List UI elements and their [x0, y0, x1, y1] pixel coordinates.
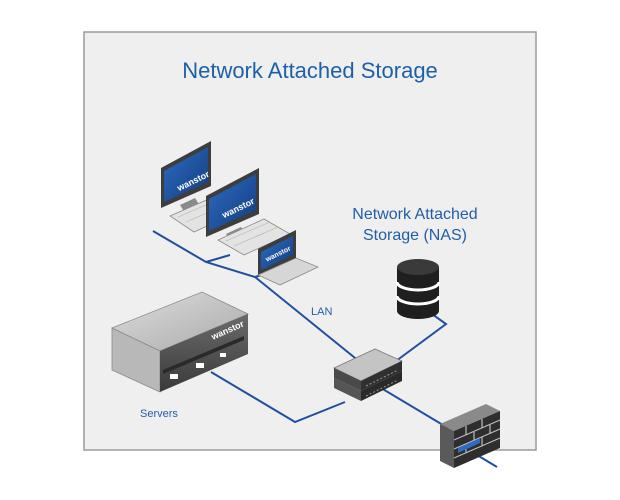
database-icon [395, 259, 441, 319]
desktop-computer-2 [206, 168, 291, 256]
diagram-title: Network Attached Storage [182, 58, 438, 83]
nas-label: Network Attached Storage (NAS) [330, 204, 500, 246]
link-firewall [380, 387, 449, 429]
lan-backbone-line [152, 230, 361, 363]
laptop-icon [257, 230, 319, 286]
network-switch-icon [333, 348, 403, 401]
firewall-icon [440, 404, 501, 468]
link-servers [210, 371, 346, 424]
nas-label-line1: Network Attached [352, 206, 478, 223]
lan-label: LAN [311, 306, 333, 318]
servers-label: Servers [140, 408, 178, 420]
nas-label-line2: Storage (NAS) [362, 227, 468, 244]
server-chassis-icon [111, 291, 249, 393]
network-links [152, 230, 498, 468]
link-desktop-2 [205, 254, 231, 263]
